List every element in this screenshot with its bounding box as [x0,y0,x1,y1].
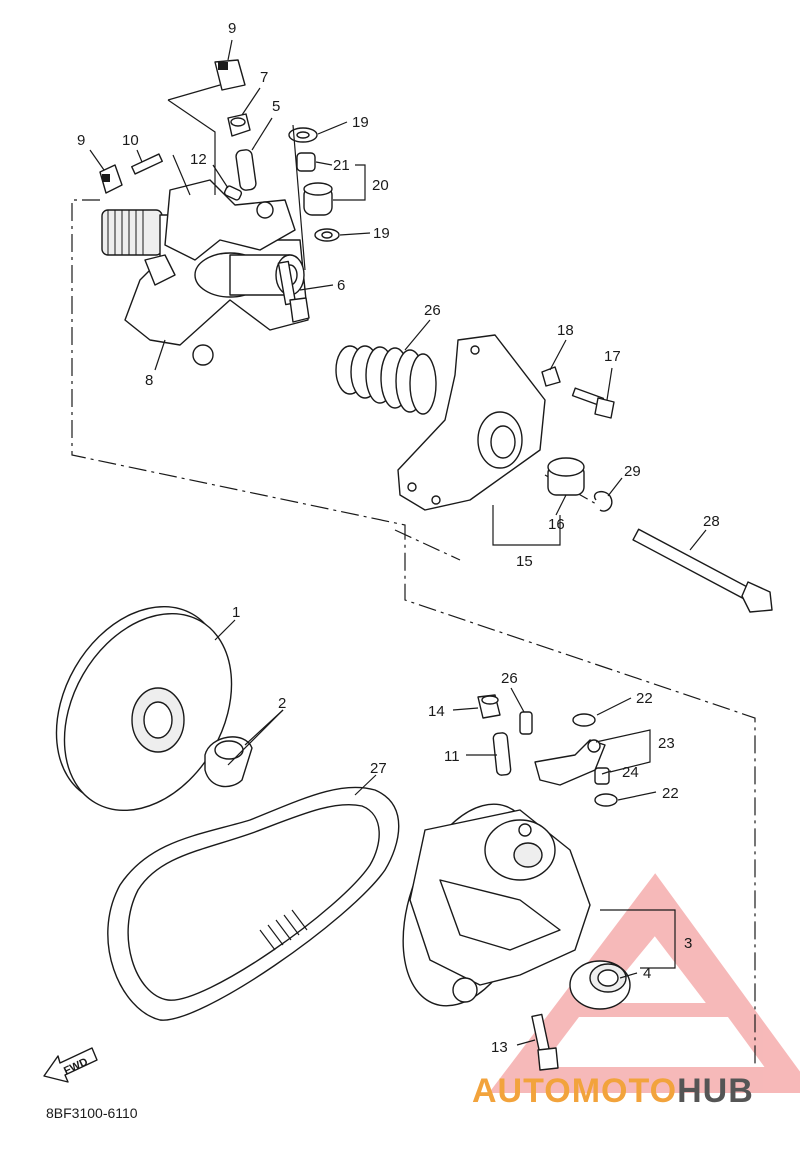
part-28-bolt [632,528,773,613]
part-secondary-sheave [402,803,591,1007]
part-4-bushing [569,960,631,1010]
callout-9b: 9 [77,132,85,149]
callout-19a: 19 [352,114,369,131]
callout-17: 17 [604,348,621,365]
part-29-circlip [593,490,613,512]
callout-14: 14 [428,703,445,720]
part-20-bushing [303,182,333,216]
diagram-code: 8BF3100-6110 [46,1105,138,1121]
part-23-arm [534,739,606,786]
callout-2: 2 [278,695,286,712]
callouts: 9 7 5 19 21 20 19 6 9 10 12 8 26 18 17 2… [77,20,720,1056]
part-9-weight-left [99,164,123,194]
callout-9a: 9 [228,20,236,37]
part-8-fixed-sheave-shaft [101,179,309,366]
part-7-nut [227,113,251,137]
callout-20: 20 [372,177,389,194]
callout-12: 12 [190,151,207,168]
part-22-washer-top [572,713,596,727]
callout-18: 18 [557,322,574,339]
callout-27: 27 [370,760,387,777]
callout-3: 3 [684,935,692,952]
part-19-washer-bottom [314,228,340,242]
part-14-nut [477,694,501,719]
callout-25: 26 [501,670,518,687]
watermark-auto: AUTO [472,1072,572,1110]
callout-19b: 19 [373,225,390,242]
fwd-arrow: FWD [43,1047,98,1083]
part-25-screw [519,711,533,735]
callout-26: 26 [424,302,441,319]
svg-text:AUTOMOTOHUB: AUTOMOTOHUB [472,1072,754,1110]
part-21-collar [296,152,316,172]
callout-1: 1 [232,604,240,621]
part-9-weight-top [214,59,246,91]
part-27-v-belt [107,786,400,1021]
part-13-bolt [531,1013,559,1071]
part-26-spring [335,345,437,415]
callout-16: 16 [548,516,565,533]
callout-29: 29 [624,463,641,480]
callout-24: 24 [622,764,639,781]
callout-10: 10 [122,132,139,149]
part-19-washer-top [288,127,318,143]
part-15-spider-cover [397,334,546,511]
callout-15: 15 [516,553,533,570]
part-12-roller [223,185,243,201]
part-11-pin [492,732,512,776]
part-1-sliding-sheave [55,605,233,812]
callout-28: 28 [703,513,720,530]
part-24-collar [594,767,610,785]
callout-11: 11 [444,748,460,765]
fwd-label: FWD [62,1056,90,1077]
part-5-pin [235,149,257,191]
callout-4: 4 [643,965,651,982]
callout-22a: 22 [636,690,653,707]
callout-22b: 22 [662,785,679,802]
leader-lines [89,39,707,1046]
part-16-bushing [547,457,585,496]
part-2-bearing [204,736,253,788]
callout-5: 5 [272,98,280,115]
watermark-moto: MOTO [572,1072,677,1110]
watermark-text: AUTOMOTOHUB [472,1072,754,1110]
watermark-hub: HUB [677,1072,754,1110]
part-6-bolt [277,260,310,323]
callout-23: 23 [658,735,675,752]
callout-6: 6 [337,277,345,294]
callout-13: 13 [491,1039,508,1056]
callout-8: 8 [145,372,153,389]
callout-7: 7 [260,69,268,86]
part-10-pin [131,153,163,175]
part-17-bolt [571,387,615,419]
part-22-washer-bottom [594,793,618,807]
part-18-washer [541,366,561,387]
callout-21: 21 [333,157,350,174]
